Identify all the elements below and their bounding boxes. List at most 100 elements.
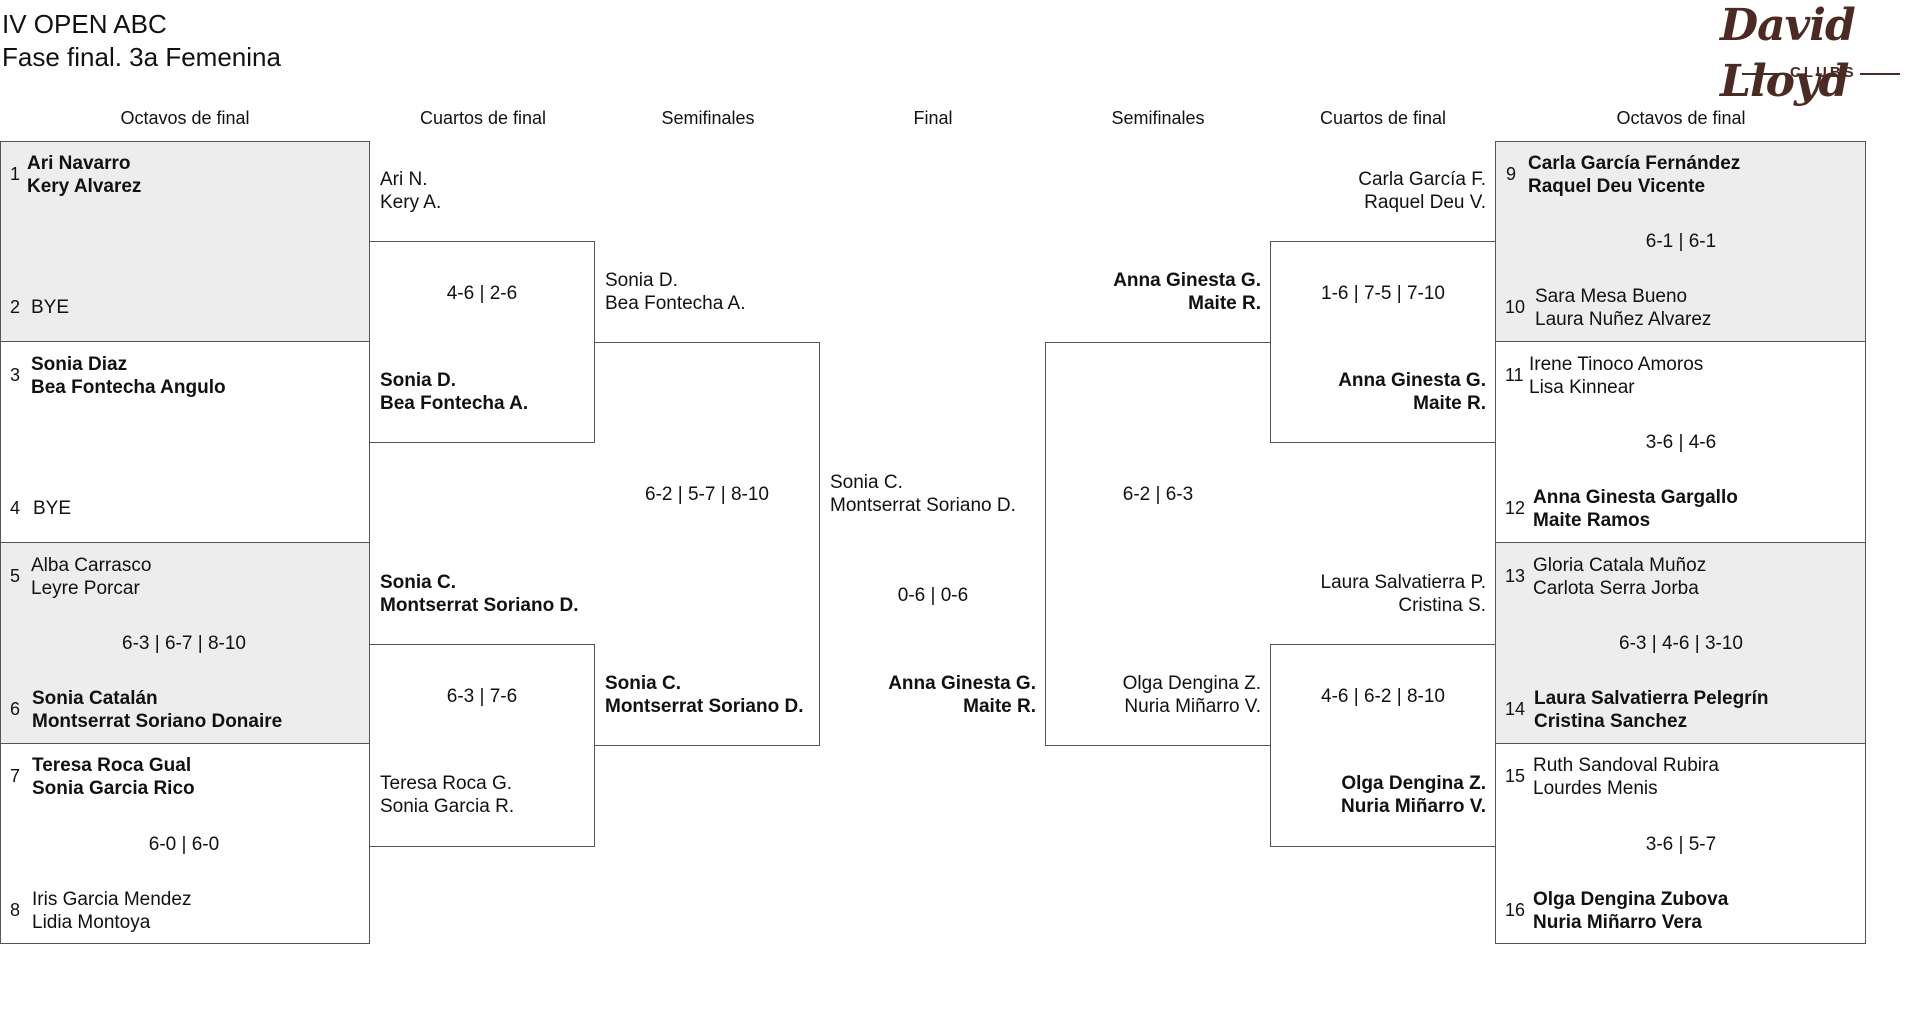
player-name: Teresa Roca G. xyxy=(380,773,512,794)
player-name: Laura Salvatierra Pelegrín xyxy=(1534,688,1769,709)
player-name: Montserrat Soriano Donaire xyxy=(32,711,283,732)
player-name: Maite R. xyxy=(963,696,1036,717)
player-name: Sonia Garcia Rico xyxy=(32,778,195,799)
match-box-r16-right-4 xyxy=(1495,743,1866,944)
player-name: Montserrat Soriano D. xyxy=(380,595,579,616)
player-name: Carlota Serra Jorba xyxy=(1533,578,1699,599)
seed-number: 16 xyxy=(1505,900,1526,920)
player-name: Carla García F. xyxy=(1358,169,1486,190)
seed-number: 12 xyxy=(1505,498,1526,518)
player-name: BYE xyxy=(31,297,70,318)
seed-number: 11 xyxy=(1505,365,1524,385)
player-name: Gloria Catala Muñoz xyxy=(1533,555,1707,576)
match-score: 6-2 | 6-3 xyxy=(1122,484,1194,505)
player-name: Anna Ginesta G. xyxy=(888,673,1036,694)
round-header-left-qf: Cuartos de final xyxy=(419,108,547,128)
player-name: Sonia D. xyxy=(605,270,678,291)
player-name: Raquel Deu V. xyxy=(1364,192,1486,213)
player-name: Nuria Miñarro V. xyxy=(1340,796,1486,817)
seed-number: 14 xyxy=(1505,699,1526,719)
player-name: Sonia Garcia R. xyxy=(380,796,515,817)
player-name: Sonia D. xyxy=(380,370,457,391)
player-name: Nuria Miñarro Vera xyxy=(1533,912,1702,933)
player-name: Anna Ginesta G. xyxy=(1113,270,1261,291)
player-name: Nuria Miñarro V. xyxy=(1124,696,1261,717)
player-name: Raquel Deu Vicente xyxy=(1528,176,1706,197)
player-name: Ari Navarro xyxy=(27,153,131,174)
match-score: 6-3 | 7-6 xyxy=(446,686,518,707)
player-name: Sara Mesa Bueno xyxy=(1535,286,1688,307)
round-header-right-qf: Cuartos de final xyxy=(1319,108,1447,128)
player-name: Montserrat Soriano D. xyxy=(830,495,1016,516)
round-header-left-sf: Semifinales xyxy=(661,108,755,128)
round-header-right-r16: Octavos de final xyxy=(1616,108,1746,128)
player-name: Sonia C. xyxy=(605,673,682,694)
player-name: Olga Dengina Z. xyxy=(1122,673,1261,694)
page-title: IV OPEN ABC xyxy=(2,9,167,39)
player-name: Cristina Sanchez xyxy=(1534,711,1688,732)
match-score: 3-6 | 5-7 xyxy=(1645,834,1717,855)
player-name: Maite R. xyxy=(1188,293,1261,314)
seed-number: 7 xyxy=(10,766,21,786)
round-header-final: Final xyxy=(913,108,953,128)
player-name: Olga Dengina Z. xyxy=(1341,773,1486,794)
player-name: Bea Fontecha A. xyxy=(605,293,746,314)
match-box-r16-left-3 xyxy=(0,542,370,744)
player-name: Bea Fontecha A. xyxy=(380,393,529,414)
player-name: Cristina S. xyxy=(1398,595,1486,616)
player-name: Kery A. xyxy=(380,192,442,213)
seed-number: 2 xyxy=(10,297,21,317)
player-name: Anna Ginesta Gargallo xyxy=(1533,487,1738,508)
player-name: Ari N. xyxy=(380,169,428,190)
round-header-right-sf: Semifinales xyxy=(1111,108,1205,128)
player-name: Laura Salvatierra P. xyxy=(1320,572,1486,593)
logo-rule-right xyxy=(1860,73,1900,75)
page-subtitle: Fase final. 3a Femenina xyxy=(2,42,281,72)
player-name: Laura Nuñez Alvarez xyxy=(1535,309,1712,330)
player-name: Montserrat Soriano D. xyxy=(605,696,804,717)
player-name: Carla García Fernández xyxy=(1528,153,1741,174)
player-name: Olga Dengina Zubova xyxy=(1533,889,1729,910)
logo-rule-left xyxy=(1742,73,1782,75)
match-score: 6-3 | 6-7 | 8-10 xyxy=(122,633,246,654)
player-name: Lourdes Menis xyxy=(1533,778,1658,799)
seed-number: 1 xyxy=(10,164,21,184)
match-score: 6-2 | 5-7 | 8-10 xyxy=(645,484,769,505)
match-score: 4-6 | 2-6 xyxy=(446,283,518,304)
sf-bracket-left xyxy=(594,342,820,746)
player-name: Sonia Diaz xyxy=(31,354,128,375)
seed-number: 6 xyxy=(10,699,21,719)
seed-number: 8 xyxy=(10,900,21,920)
match-score: 3-6 | 4-6 xyxy=(1645,432,1717,453)
seed-number: 4 xyxy=(10,498,21,518)
player-name: Maite Ramos xyxy=(1533,510,1651,531)
player-name: BYE xyxy=(33,498,72,519)
seed-number: 13 xyxy=(1505,566,1526,586)
logo-clubs-text: CLUBS xyxy=(1790,64,1857,81)
player-name: Maite R. xyxy=(1413,393,1486,414)
match-box-r16-left-1 xyxy=(0,141,370,342)
player-name: Sonia C. xyxy=(380,572,457,593)
match-score: 6-0 | 6-0 xyxy=(148,834,220,855)
david-lloyd-logo: David Lloyd CLUBS xyxy=(1712,0,1920,107)
match-score: 1-6 | 7-5 | 7-10 xyxy=(1321,283,1445,304)
player-name: Bea Fontecha Angulo xyxy=(31,377,226,398)
final-score: 0-6 | 0-6 xyxy=(897,585,969,606)
player-name: Irene Tinoco Amoros xyxy=(1529,354,1704,375)
player-name: Anna Ginesta G. xyxy=(1338,370,1486,391)
logo-wordmark: David Lloyd xyxy=(1720,0,1856,107)
seed-number: 3 xyxy=(10,365,21,385)
sf-bracket-right xyxy=(1045,342,1271,746)
player-name: Alba Carrasco xyxy=(31,555,152,576)
seed-number: 15 xyxy=(1505,766,1526,786)
player-name: Lidia Montoya xyxy=(32,912,151,933)
player-name: Ruth Sandoval Rubira xyxy=(1533,755,1719,776)
player-name: Iris Garcia Mendez xyxy=(32,889,192,910)
match-box-r16-left-4 xyxy=(0,743,370,944)
player-name: Lisa Kinnear xyxy=(1529,377,1635,398)
player-name: Leyre Porcar xyxy=(31,578,140,599)
player-name: Sonia Catalán xyxy=(32,688,158,709)
match-box-r16-right-3 xyxy=(1495,542,1866,744)
seed-number: 9 xyxy=(1506,164,1517,184)
